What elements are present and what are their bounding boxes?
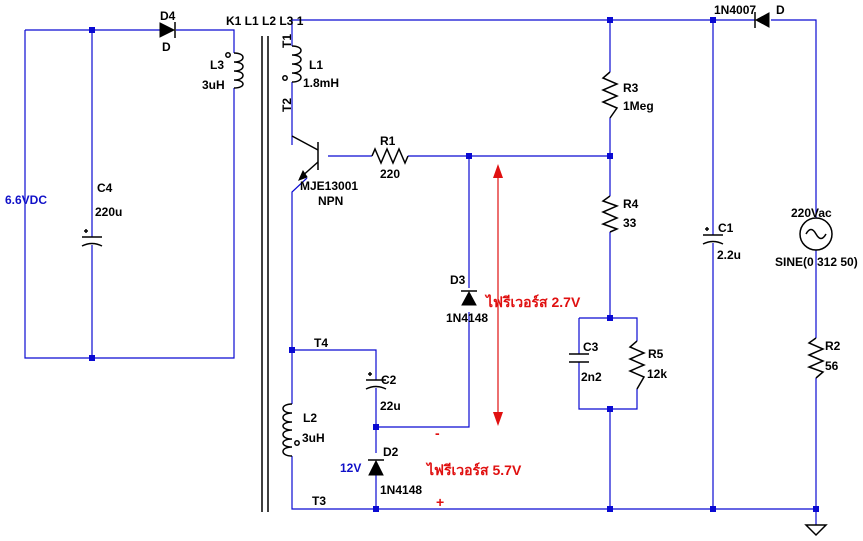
r2-ref: R2 (825, 339, 841, 353)
wires (24, 19, 817, 525)
r3-ref: R3 (623, 81, 639, 95)
diode-d4 (159, 22, 176, 38)
transistor-type: NPN (318, 194, 343, 208)
c1-value: 2.2u (717, 248, 741, 262)
npn-transistor (291, 135, 319, 181)
l2-value: 3uH (302, 431, 325, 445)
r3-value: 1Meg (623, 99, 654, 113)
d4-ref: D4 (160, 9, 176, 23)
c4-ref: C4 (97, 181, 113, 195)
c4-value: 220u (95, 205, 122, 219)
reverse-voltage-note-2v7: ไฟรีเวอร์ส 2.7V (484, 293, 581, 310)
d3-value: 1N4148 (446, 311, 488, 325)
l2-ref: L2 (303, 411, 317, 425)
l3-value: 3uH (202, 78, 225, 92)
capacitor-c1 (702, 227, 724, 245)
capacitor-c3 (569, 353, 589, 363)
r1-value: 220 (380, 167, 400, 181)
ac-source-label: 220Vac (791, 206, 832, 220)
labels: D4 D K1 L1 L2 L3 1 1N4007 D T1 T2 T4 T3 … (5, 3, 858, 510)
capacitor-c2 (365, 372, 387, 390)
d-top-value: D (776, 3, 785, 17)
polarity-plus: + (436, 494, 444, 510)
r4-value: 33 (623, 216, 637, 230)
r2-value: 56 (825, 359, 839, 373)
polarity-minus: - (435, 425, 440, 441)
reverse-voltage-note-5v7: ไฟรีเวอร์ส 5.7V (425, 461, 522, 478)
resistor-r3 (601, 71, 619, 119)
inductor-l1 (282, 45, 302, 83)
dc-source-label: 6.6VDC (5, 193, 47, 207)
d2-ref: D2 (383, 445, 399, 459)
diode-d2 (368, 459, 384, 476)
r5-ref: R5 (648, 347, 664, 361)
d4-value: D (162, 40, 171, 54)
r5-value: 12k (647, 367, 667, 381)
d3-ref: D3 (450, 273, 466, 287)
c2-value: 22u (380, 399, 401, 413)
resistor-r4 (600, 195, 620, 233)
resistor-r2 (806, 337, 825, 379)
c3-ref: C3 (583, 340, 599, 354)
transistor-model: MJE13001 (300, 179, 358, 193)
l1-ref: L1 (309, 58, 323, 72)
l3-ref: L3 (210, 58, 224, 72)
c2-ref: C2 (381, 373, 397, 387)
transformer-core (261, 36, 269, 512)
t3-label: T3 (312, 494, 326, 508)
net-label-12v: 12V (340, 461, 361, 475)
l1-value: 1.8mH (303, 76, 339, 90)
junctions (89, 17, 819, 512)
ground-symbol (804, 524, 828, 537)
t1-label: T1 (280, 34, 294, 48)
inductor-l3 (225, 52, 244, 89)
resistor-r5 (628, 340, 646, 390)
coupling-label: K1 L1 L2 L3 1 (226, 14, 304, 28)
ac-voltage-source (799, 217, 833, 251)
resistor-r1 (371, 147, 409, 165)
t2-label: T2 (280, 98, 294, 112)
c3-value: 2n2 (581, 370, 602, 384)
r1-ref: R1 (380, 134, 396, 148)
t4-label: T4 (314, 336, 328, 350)
d-top-ref: 1N4007 (714, 3, 756, 17)
diode-d3 (461, 290, 477, 306)
voltage-arrow (493, 164, 503, 426)
diode-1n4007 (754, 12, 770, 28)
ac-source-value: SINE(0 312 50) (775, 255, 858, 269)
inductor-l2 (282, 403, 300, 457)
c1-ref: C1 (718, 221, 734, 235)
capacitor-c4 (81, 229, 103, 247)
d2-value: 1N4148 (380, 483, 422, 497)
r4-ref: R4 (623, 197, 639, 211)
